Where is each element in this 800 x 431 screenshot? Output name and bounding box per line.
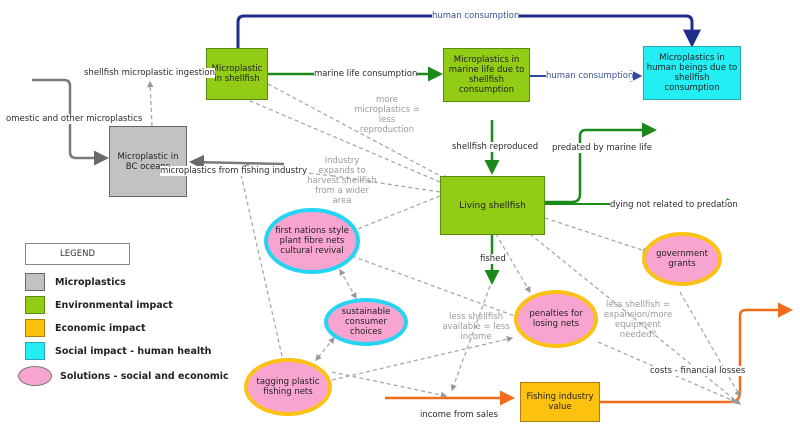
- edge-living-to-penalties: [495, 233, 531, 294]
- edge-first-nations-to-penalties: [351, 255, 522, 320]
- node-government-grants[interactable]: government grants: [642, 232, 722, 286]
- label-domestic-microplastics: omestic and other microplastics: [6, 114, 143, 124]
- edge-more-microplastics: [267, 83, 450, 181]
- legend-label: Solutions - social and economic: [60, 370, 229, 382]
- legend-label: Social impact - human health: [55, 345, 212, 357]
- edge-fishing-industry: [189, 154, 285, 170]
- edge-predated: [545, 122, 657, 204]
- label-shellfish-ingestion: shellfish microplastic ingestion: [84, 68, 216, 78]
- label-more-microplastics: more microplastics = less reproduction: [354, 95, 420, 135]
- edge-industry-expands: [333, 175, 441, 193]
- edge-sustainable-tagging: [315, 336, 335, 362]
- edge-living-to-first-nations: [348, 195, 441, 234]
- label-marine-life-consumption: marine life consumption: [314, 69, 418, 79]
- edge-tagging-to-penalties: [331, 336, 514, 381]
- legend-label: Environmental impact: [55, 299, 173, 311]
- node-microplastic-in-shellfish[interactable]: Microplastic in shellfish: [206, 48, 268, 100]
- legend-item-solutions: Solutions - social and economic: [18, 366, 229, 386]
- edge-first-nations-sustainable: [339, 268, 357, 300]
- edge-grants-costs: [679, 291, 741, 398]
- legend-title: LEGEND: [25, 243, 130, 265]
- label-less-shellfish-income: less shellfish available = less income: [442, 312, 510, 342]
- edge-less-shellfish-income: [450, 285, 491, 392]
- label-industry-expands: industry expands to harvest shellfish fr…: [307, 156, 377, 206]
- legend-item-environmental: Environmental impact: [25, 295, 173, 315]
- edge-living-to-shellfish: [218, 87, 441, 183]
- node-tagging-nets[interactable]: tagging plastic fishing nets: [244, 358, 332, 416]
- legend-item-social: Social impact - human health: [25, 341, 211, 361]
- label-microplastics-fishing: microplastics from fishing industry: [160, 166, 308, 176]
- node-living-shellfish[interactable]: Living shellfish: [440, 176, 545, 235]
- legend-swatch: [25, 319, 45, 337]
- legend-swatch: [18, 366, 52, 386]
- edge-living-to-grants: [544, 217, 650, 254]
- legend-label: Microplastics: [55, 276, 126, 288]
- legend-swatch: [25, 296, 45, 314]
- label-less-shellfish-expansion: less shellfish = expansion/more equipmen…: [603, 300, 673, 340]
- label-dying: dying not related to predation: [610, 200, 738, 210]
- legend-label: Economic impact: [55, 322, 146, 334]
- legend-swatch: [25, 342, 45, 360]
- node-microplastic-bc-oceans[interactable]: Microplastic in BC oceans: [109, 126, 187, 197]
- legend-item-economic: Economic impact: [25, 318, 146, 338]
- label-income-sales: income from sales: [420, 410, 498, 420]
- label-fished: fished: [480, 254, 506, 264]
- edge-tagging-to-income: [331, 371, 448, 399]
- node-microplastics-humans[interactable]: Microplastics in human beings due to she…: [643, 46, 741, 100]
- legend-swatch: [25, 273, 45, 291]
- node-sustainable-consumer[interactable]: sustainable consumer choices: [324, 298, 408, 346]
- edge-ingestion-dashed: [146, 80, 154, 127]
- node-first-nations-nets[interactable]: first nations style plant fibre nets cul…: [264, 208, 360, 274]
- label-human-consumption-top: human consumption: [432, 11, 520, 21]
- label-human-consumption-mid: human consumption: [546, 71, 634, 81]
- node-fishing-industry-value[interactable]: Fishing industry value: [520, 382, 600, 422]
- edge-tagging-to-oceans: [237, 168, 283, 357]
- node-penalties[interactable]: penalties for losing nets: [514, 290, 598, 348]
- node-microplastics-marine-life[interactable]: Microplastics in marine life due to shel…: [443, 48, 530, 102]
- label-shellfish-reproduced: shellfish reproduced: [452, 142, 539, 152]
- label-predated: predated by marine life: [552, 143, 652, 153]
- label-costs-losses: costs - financial losses: [650, 366, 746, 376]
- legend-item-microplastics: Microplastics: [25, 272, 126, 292]
